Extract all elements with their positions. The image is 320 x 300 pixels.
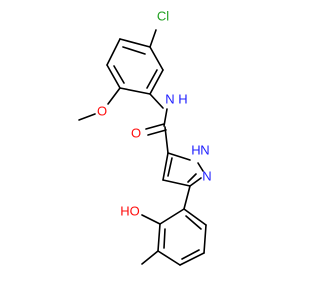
amide-hydrogen-atom: H [178, 91, 187, 106]
bond-c-cl [149, 29, 157, 48]
molecule-diagram: Cl O N H O H N N HO [78, 8, 212, 266]
hydroxyl-atom: HO [120, 203, 140, 218]
pyrazole-n-atom: N [202, 168, 211, 183]
pyrazole-nh-nitrogen-atom: N [200, 142, 209, 157]
bond-carbonyl-double-1 [145, 123, 165, 130]
bond-ring-n-amide [149, 93, 164, 109]
bond-carbonyl-double-2 [147, 129, 167, 136]
pyrazole-nh-hydrogen-atom: H [191, 142, 200, 157]
bond-carbonyl-c-pyrazole [164, 126, 169, 154]
chlorophenyl-ring [106, 38, 164, 95]
bond-n-carbonyl-c [163, 108, 168, 127]
bond-pyrazole-phenyl [183, 185, 191, 210]
bond-ring-o-methoxy [107, 87, 121, 105]
chlorine-atom: Cl [157, 8, 169, 23]
carbonyl-oxygen-atom: O [131, 125, 141, 140]
hydroxymethylphenyl-ring [157, 208, 207, 266]
bond-o-methyl [78, 113, 96, 121]
methoxy-oxygen-atom: O [97, 103, 107, 118]
bond-ring-methyl [141, 250, 159, 265]
pyrazole-ring [162, 152, 204, 187]
amide-nitrogen-atom: N [165, 91, 174, 106]
bond-ring-oh [141, 214, 161, 225]
